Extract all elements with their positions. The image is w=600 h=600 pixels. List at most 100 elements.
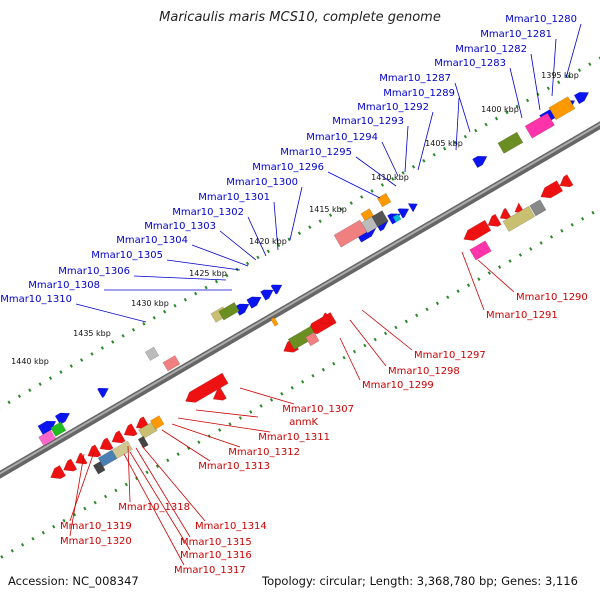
gene-label-Mmar10_1310: Mmar10_1310 (0, 294, 72, 305)
leader-line-Mmar10_1297 (361, 309, 413, 351)
inner-scale-ring (0, 206, 600, 560)
domain-box-25 (548, 96, 576, 121)
reverse-gene-arrow-0 (50, 465, 67, 480)
gene-label-Mmar10_1293: Mmar10_1293 (332, 116, 404, 127)
gene-label-Mmar10_1287: Mmar10_1287 (379, 73, 451, 84)
gene-label-Mmar10_1298: Mmar10_1298 (388, 366, 460, 377)
gene-label-Mmar10_1318: Mmar10_1318 (118, 502, 190, 513)
gene-label-Mmar10_1308: Mmar10_1308 (28, 280, 100, 291)
reverse-gene-arrow-13 (463, 219, 492, 241)
domain-box-19 (376, 192, 392, 208)
gene-label-Mmar10_1311: Mmar10_1311 (258, 432, 330, 443)
gene-label-Mmar10_1312: Mmar10_1312 (228, 447, 300, 458)
forward-gene-arrow-2 (97, 387, 109, 399)
domain-box-18 (360, 208, 374, 221)
forward-gene-arrow-6 (270, 284, 283, 295)
domain-box-6 (92, 461, 106, 475)
leader-line-Mmar10_1316 (129, 451, 191, 551)
gene-label-Mmar10_1280: Mmar10_1280 (505, 14, 577, 25)
reverse-gene-arrow-14 (487, 213, 502, 227)
leader-line-Mmar10_1292 (417, 111, 434, 171)
gene-label-Mmar10_1313: Mmar10_1313 (198, 461, 270, 472)
leader-line-Mmar10_1314 (141, 445, 206, 522)
domain-box-4 (138, 421, 158, 439)
topology-text: Topology: circular; Length: 3,368,780 bp… (262, 574, 578, 588)
scale-label-6: 1425 kbp (189, 269, 227, 278)
accession-text: Accession: NC_008347 (8, 574, 139, 588)
leader-line-Mmar10_1298 (349, 319, 387, 367)
reverse-gene-arrow-3 (87, 444, 102, 458)
domain-box-3 (111, 440, 133, 459)
leader-line-Mmar10_1320 (69, 453, 85, 537)
gene-label-Mmar10_1282: Mmar10_1282 (455, 44, 527, 55)
leader-line-Mmar10_1306 (133, 275, 227, 281)
gene-label-Mmar10_1296: Mmar10_1296 (252, 162, 324, 173)
gene-label-Mmar10_1292: Mmar10_1292 (357, 102, 429, 113)
domain-box-24 (524, 112, 555, 139)
leader-line-Mmar10_1281 (551, 38, 557, 97)
leader-line-Mmar10_1300 (289, 186, 303, 241)
leader-line-Mmar10_1304 (191, 244, 249, 267)
leader-line-Mmar10_1295 (355, 156, 397, 187)
map-title: Maricaulis maris MCS10, complete genome (159, 10, 441, 25)
leader-line-Mmar10_1319 (69, 451, 95, 522)
gene-label-Mmar10_1320: Mmar10_1320 (60, 536, 132, 547)
gene-label-Mmar10_1306: Mmar10_1306 (58, 266, 130, 277)
domain-box-5 (150, 415, 165, 430)
domain-box-11 (218, 302, 240, 321)
leader-line-Mmar10_1312 (171, 423, 241, 448)
scale-label-1: 1400 kbp (481, 105, 519, 114)
domain-box-9 (144, 346, 160, 361)
leader-line-Mmar10_1290 (477, 259, 515, 293)
gene-label-Mmar10_1304: Mmar10_1304 (116, 235, 188, 246)
forward-gene-arrow-12 (472, 155, 488, 169)
gene-label-Mmar10_1299: Mmar10_1299 (362, 380, 434, 391)
reverse-gene-arrow-6 (123, 423, 138, 437)
gene-label-Mmar10_1317: Mmar10_1317 (174, 565, 246, 576)
forward-gene-arrow-0 (37, 420, 57, 435)
gene-label-Mmar10_1319: Mmar10_1319 (60, 521, 132, 532)
domain-box-22 (529, 199, 547, 217)
domain-box-0 (38, 429, 57, 447)
outer-scale-ring (0, 56, 600, 410)
domain-box-12 (287, 325, 318, 350)
leader-line-Mmar10_1280 (565, 23, 582, 79)
leader-line-Mmar10_1317 (123, 453, 185, 566)
forward-gene-arrow-11 (407, 203, 418, 213)
reverse-gene-arrow-17 (540, 180, 564, 199)
scale-label-9: 1440 kbp (11, 357, 49, 366)
leader-line-Mmar10_1310 (75, 303, 147, 323)
gene-label-Mmar10_1291: Mmar10_1291 (486, 310, 558, 321)
reverse-gene-arrow-9 (212, 387, 227, 401)
domain-box-17 (392, 213, 402, 223)
reverse-gene-arrow-1 (63, 458, 78, 472)
domain-box-7 (137, 435, 149, 449)
reverse-gene-arrow-8 (185, 372, 229, 403)
leader-line-Mmar10_1311 (177, 417, 271, 433)
leader-line-Mmar10_1296 (327, 171, 381, 199)
gene-label-Mmar10_1295: Mmar10_1295 (280, 147, 352, 158)
scale-label-0: 1395 kbp (541, 71, 579, 80)
domain-box-1 (50, 421, 67, 437)
forward-gene-arrow-10 (397, 208, 410, 219)
gene-label-Mmar10_1297: Mmar10_1297 (414, 350, 486, 361)
domain-box-21 (502, 205, 536, 232)
forward-gene-arrow-3 (234, 303, 250, 316)
gene-label-Mmar10_1283: Mmar10_1283 (434, 58, 506, 69)
gene-label-Mmar10_1281: Mmar10_1281 (480, 29, 552, 40)
reverse-gene-arrow-18 (559, 174, 574, 188)
scale-label-8: 1435 kbp (73, 329, 111, 338)
forward-gene-arrow-15 (573, 92, 590, 105)
leader-line-Mmar10_1287 (454, 82, 471, 133)
leader-line-Mmar10_1299 (339, 337, 361, 381)
gene-label-Mmar10_1315: Mmar10_1315 (180, 537, 252, 548)
gene-label-Mmar10_1302: Mmar10_1302 (172, 207, 244, 218)
gene-label-Mmar10_1289: Mmar10_1289 (383, 88, 455, 99)
gene-label-Mmar10_1290: Mmar10_1290 (516, 292, 588, 303)
leader-line-Mmar10_1283 (509, 67, 523, 119)
gene-label-Mmar10_1301: Mmar10_1301 (198, 192, 270, 203)
forward-gene-arrow-1 (54, 412, 71, 425)
reverse-gene-arrow-12 (319, 312, 333, 325)
forward-gene-arrow-5 (260, 289, 274, 301)
gene-label-Mmar10_1307: Mmar10_1307 (282, 404, 354, 415)
